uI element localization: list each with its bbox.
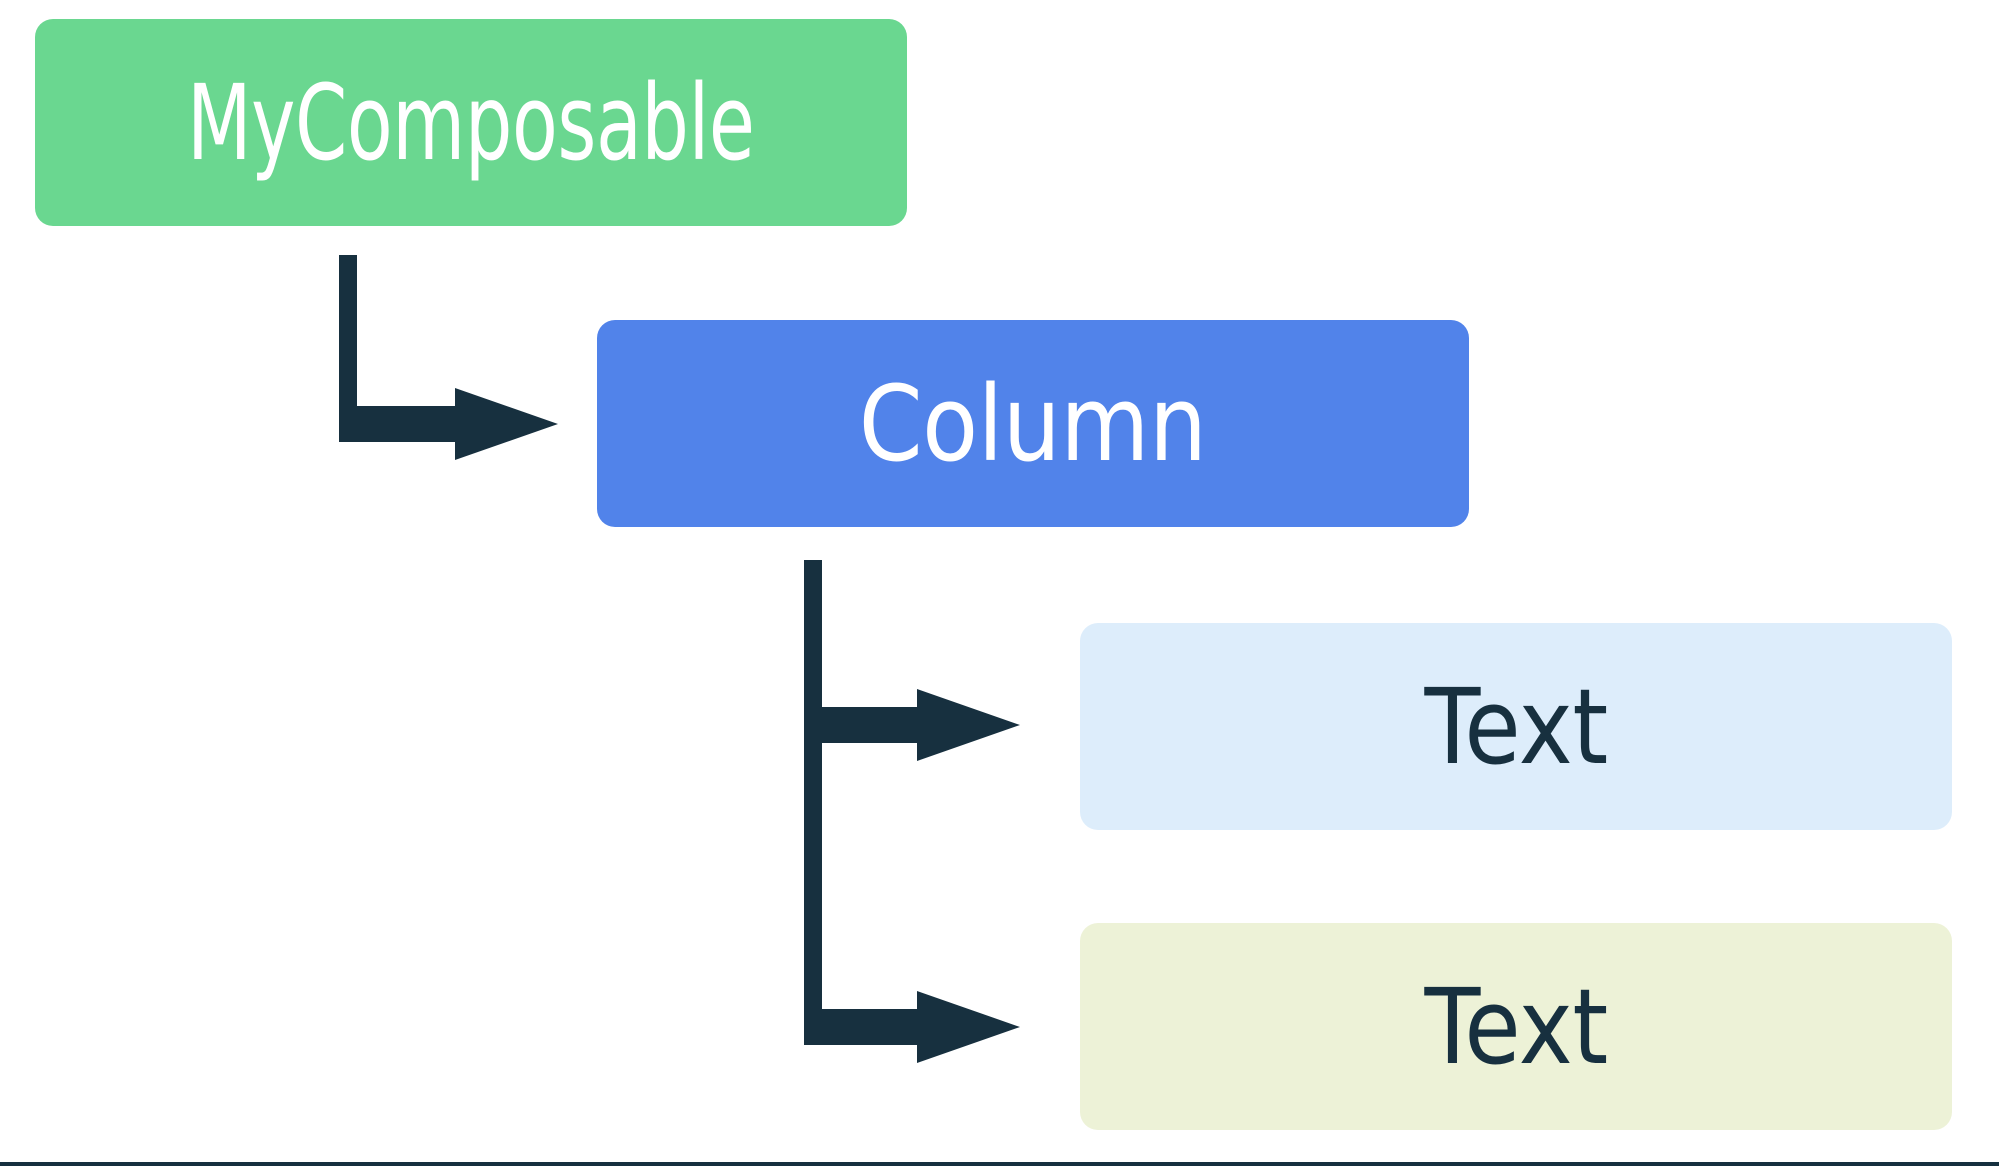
edge-column-to-text-1	[804, 560, 1020, 1038]
node-column[interactable]: Column	[597, 320, 1469, 527]
node-label-column: Column	[859, 362, 1207, 485]
arrowhead-icon	[455, 388, 558, 460]
node-label-mycomposable: MyComposable	[187, 61, 755, 184]
node-mycomposable[interactable]: MyComposable	[35, 19, 907, 226]
edge-column-to-text-2	[804, 991, 1020, 1063]
bottom-divider	[0, 1162, 1999, 1166]
node-label-text-first: Text	[1424, 665, 1608, 788]
node-label-text-second: Text	[1424, 965, 1608, 1088]
node-text-first[interactable]: Text	[1080, 623, 1952, 830]
arrowhead-icon	[917, 689, 1020, 761]
node-text-second[interactable]: Text	[1080, 923, 1952, 1130]
edge-root-to-column	[339, 255, 558, 460]
arrowhead-icon	[917, 991, 1020, 1063]
